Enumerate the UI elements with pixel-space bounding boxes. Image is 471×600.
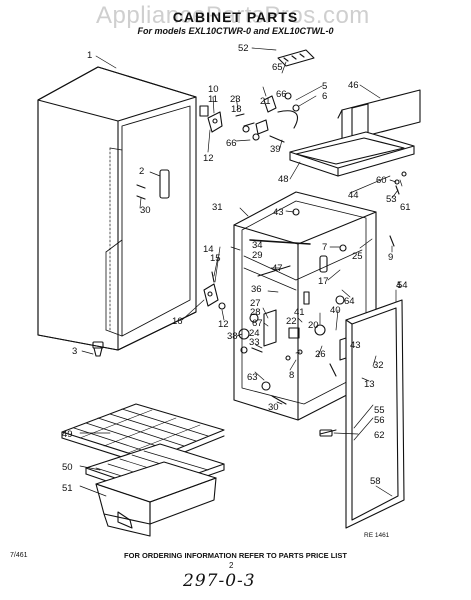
callout-15: 15 [210, 253, 221, 264]
callout-23: 23 [230, 94, 241, 105]
cabinet-liner [233, 191, 377, 421]
callout-52: 52 [238, 43, 249, 54]
callout-2: 2 [139, 166, 144, 177]
handwritten-note: 297-0-3 [183, 571, 256, 591]
callout-58: 58 [370, 476, 381, 487]
callout-24: 24 [249, 328, 260, 339]
callout-41: 41 [294, 307, 305, 318]
callout-30-lower: 30 [268, 402, 279, 413]
callout-10: 10 [208, 84, 219, 95]
callout-26: 26 [315, 349, 326, 360]
callout-60: 60 [376, 175, 387, 186]
callout-55: 55 [374, 405, 385, 416]
callout-29: 29 [252, 250, 263, 261]
callout-66-upper: 66 [276, 89, 287, 100]
page-number: 2 [229, 561, 234, 570]
callout-21: 21 [260, 96, 271, 107]
cabinet-shell [37, 66, 197, 357]
callout-36: 36 [251, 284, 262, 295]
callout-4: 4 [396, 280, 401, 291]
callout-40: 40 [330, 305, 341, 316]
door-gasket-frame [319, 299, 405, 529]
callout-11: 11 [208, 94, 218, 105]
callout-31: 31 [212, 202, 223, 213]
callout-14: 14 [203, 244, 214, 255]
callout-7: 7 [322, 242, 327, 253]
callout-22: 22 [286, 316, 297, 327]
callout-32: 32 [373, 360, 384, 371]
callout-25: 25 [352, 251, 363, 262]
callout-56: 56 [374, 415, 385, 426]
callout-28: 28 [250, 307, 261, 318]
callout-49: 49 [62, 429, 73, 440]
print-code: 7/461 [10, 552, 28, 559]
callout-44: 44 [348, 190, 359, 201]
callout-53: 53 [386, 194, 397, 205]
callout-67: 67 [252, 318, 263, 329]
callout-27: 27 [250, 298, 261, 309]
callout-20: 20 [308, 320, 319, 331]
callout-9: 9 [388, 252, 393, 263]
diagram-subtitle: For models EXL10CTWR-0 and EXL10CTWL-0 [137, 26, 334, 36]
top-trim-and-tray [289, 89, 421, 195]
callout-8: 8 [289, 370, 294, 381]
callout-17: 17 [318, 276, 329, 287]
callout-43-lower: 43 [350, 340, 361, 351]
callout-12-lower: 12 [218, 319, 229, 330]
callout-62: 62 [374, 430, 385, 441]
callout-5: 5 [322, 81, 327, 92]
callout-3: 3 [72, 346, 77, 357]
callout-61: 61 [400, 202, 411, 213]
callout-64: 64 [344, 296, 355, 307]
upper-hinge-hardware [199, 49, 315, 143]
callout-46: 46 [348, 80, 359, 91]
callout-33: 33 [249, 337, 260, 348]
diagram-title: CABINET PARTS [172, 9, 299, 25]
callout-16: 16 [172, 316, 183, 327]
leader-lines [79, 47, 403, 497]
ordering-note: FOR ORDERING INFORMATION REFER TO PARTS … [124, 551, 347, 560]
callout-63: 63 [247, 372, 258, 383]
callout-labels: 1 2 3 4 5 6 7 8 9 10 11 12 12 13 14 15 1… [62, 43, 411, 494]
callout-1: 1 [87, 50, 92, 61]
callout-30-upper: 30 [140, 205, 151, 216]
callout-18: 18 [231, 104, 242, 115]
callout-34: 34 [252, 240, 263, 251]
callout-12-upper: 12 [203, 153, 214, 164]
callout-6: 6 [322, 91, 327, 102]
callout-51: 51 [62, 483, 73, 494]
callout-13: 13 [364, 379, 375, 390]
drawing-reference: RE 1461 [364, 532, 390, 539]
callout-38: 38 [227, 331, 238, 342]
callout-50: 50 [62, 462, 73, 473]
watermark: AppliancePartsPros.com [96, 2, 370, 29]
callout-48: 48 [278, 174, 289, 185]
callout-39: 39 [270, 144, 281, 155]
callout-43-upper: 43 [273, 207, 284, 218]
callout-54: 54 [397, 280, 408, 291]
callout-66-lower: 66 [226, 138, 237, 149]
crisper-drawer [95, 461, 217, 537]
callout-65: 65 [272, 62, 283, 73]
callout-47: 47 [272, 263, 283, 274]
